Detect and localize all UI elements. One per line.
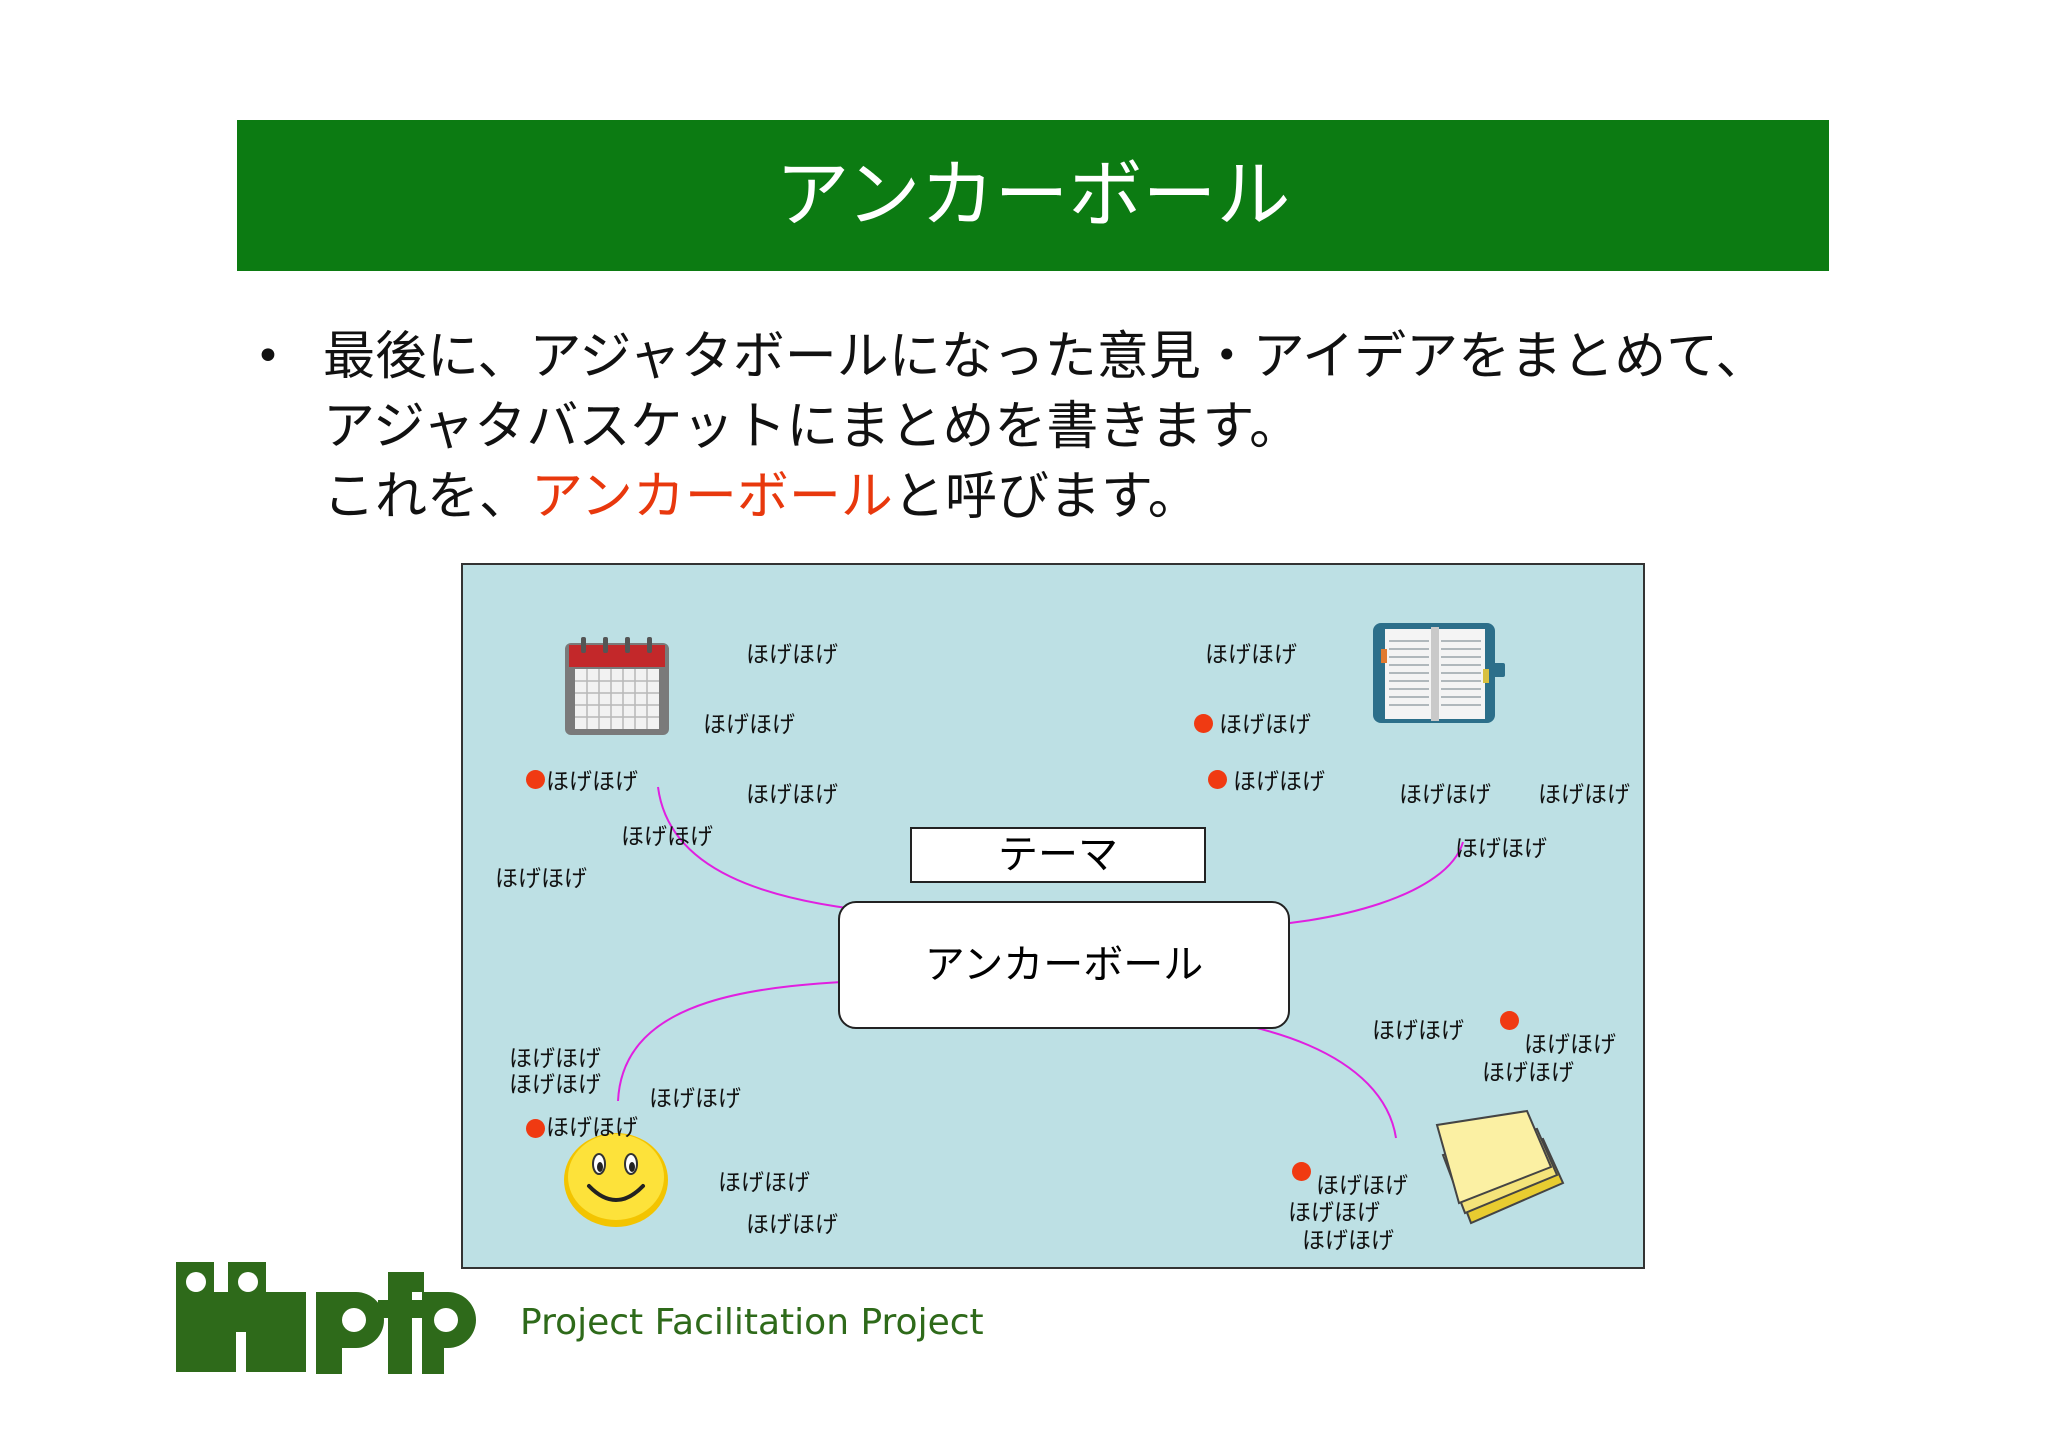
bullet-highlight-term: アンカーボール <box>531 467 893 527</box>
idea-label: ほげほげ <box>1302 1228 1394 1254</box>
idea-label: ほげほげ <box>1538 782 1630 808</box>
arrow-bottom-left <box>617 970 885 1102</box>
idea-label: ほげほげ <box>1524 1032 1616 1058</box>
idea-label: ほげほげ <box>746 782 838 808</box>
idea-label: ほげほげ <box>509 1072 601 1098</box>
smiley-icon <box>564 1133 668 1227</box>
idea-label: ほげほげ <box>1219 712 1311 738</box>
idea-label: ほげほげ <box>649 1086 741 1112</box>
idea-label: ほげほげ <box>718 1170 810 1196</box>
planner-icon <box>1373 623 1505 723</box>
idea-label: ほげほげ <box>621 824 713 850</box>
idea-label: ほげほげ <box>746 1212 838 1238</box>
bullet-line-3: これを、アンカーボールと呼びます。 <box>323 462 1768 532</box>
idea-label: ほげほげ <box>1205 642 1297 668</box>
idea-label: ほげほげ <box>746 642 838 668</box>
red-dot <box>526 770 545 789</box>
anchor-ball-diagram: テーマ アンカーボール <box>461 563 1645 1269</box>
idea-label: ほげほげ <box>1288 1200 1380 1226</box>
arrow-bottom-right <box>1129 1003 1397 1139</box>
idea-label: ほげほげ <box>1233 769 1325 795</box>
sticky-notes-icon <box>1435 1109 1565 1225</box>
idea-label: ほげほげ <box>1399 782 1491 808</box>
idea-label: ほげほげ <box>703 712 795 738</box>
bullet-marker: • <box>255 331 281 382</box>
pfp-logo <box>176 1262 476 1374</box>
theme-box: テーマ <box>910 827 1206 883</box>
bullet-line-1: 最後に、アジャタボールになった意見・アイデアをまとめて、 <box>323 327 1768 387</box>
idea-label: ほげほげ <box>1455 836 1547 862</box>
bullet-line-3-pre: これを、 <box>323 467 532 527</box>
bullet-text: 最後に、アジャタボールになった意見・アイデアをまとめて、 アジャタバスケットにま… <box>323 322 1768 532</box>
idea-label: ほげほげ <box>1316 1173 1408 1199</box>
idea-label: ほげほげ <box>1372 1018 1464 1044</box>
idea-label: ほげほげ <box>1482 1060 1574 1086</box>
anchor-ball-box: アンカーボール <box>838 901 1290 1029</box>
idea-label: ほげほげ <box>509 1046 601 1072</box>
idea-label: ほげほげ <box>546 1115 638 1141</box>
slide-title: アンカーボール <box>775 152 1291 238</box>
idea-label: ほげほげ <box>546 769 638 795</box>
red-dot <box>1194 714 1213 733</box>
red-dot <box>526 1119 545 1138</box>
title-bar: アンカーボール <box>237 120 1829 271</box>
red-dot <box>1500 1011 1519 1030</box>
calendar-icon <box>565 637 669 735</box>
org-name: Project Facilitation Project <box>520 1302 984 1343</box>
bullet-line-2: アジャタバスケットにまとめを書きます。 <box>323 397 1302 457</box>
bullet-line-3-post: と呼びます。 <box>892 467 1200 527</box>
red-dot <box>1292 1162 1311 1181</box>
red-dot <box>1208 770 1227 789</box>
idea-label: ほげほげ <box>495 866 587 892</box>
